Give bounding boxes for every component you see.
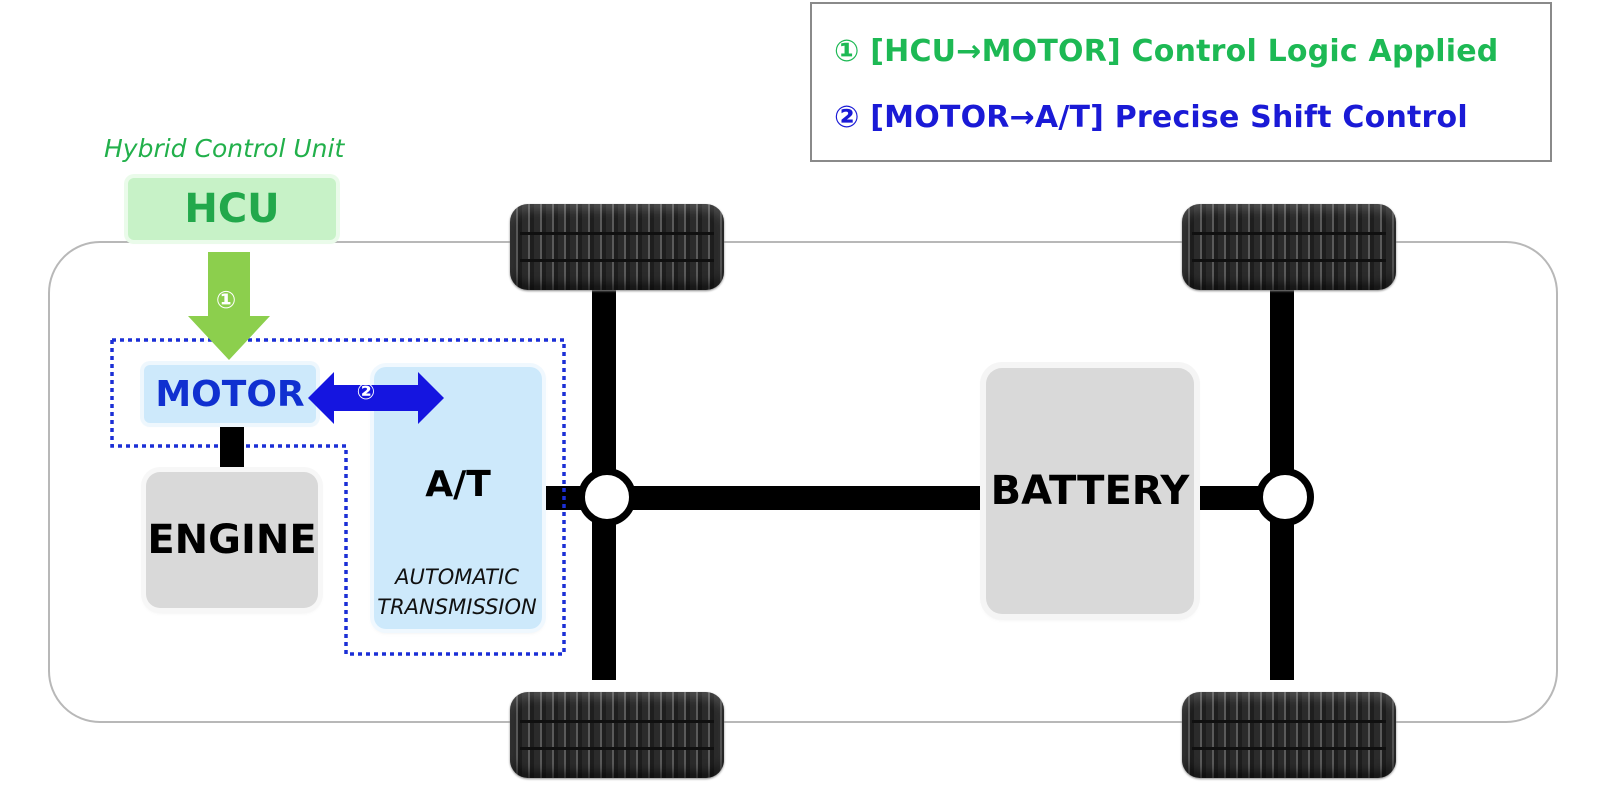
hybrid-module-outline: [110, 338, 566, 656]
transmission-caption-line1: AUTOMATIC: [395, 565, 519, 589]
hcu-to-motor-arrow-label: ①: [215, 286, 237, 314]
hcu-to-motor-arrow: [188, 252, 270, 360]
hcu-block: HCU: [128, 178, 336, 240]
tire-rear-left: [1182, 204, 1396, 290]
legend-box: ① [HCU→MOTOR] Control Logic Applied ② [M…: [810, 2, 1552, 162]
motor-at-arrow-label: ②: [356, 380, 376, 405]
hcu-caption: Hybrid Control Unit: [104, 134, 345, 163]
motor-at-double-arrow: [308, 372, 444, 424]
tire-rear-right: [1182, 692, 1396, 778]
motor-engine-shaft: [220, 427, 244, 469]
transmission-label: A/T: [425, 464, 491, 505]
transmission-caption: AUTOMATIC TRANSMISSION: [344, 562, 570, 622]
tire-front-right: [510, 692, 724, 778]
tire-front-left: [510, 204, 724, 290]
battery-block: BATTERY: [986, 368, 1194, 614]
rear-axle-joint: [1256, 468, 1314, 526]
transmission-caption-line2: TRANSMISSION: [377, 595, 537, 619]
engine-block: ENGINE: [146, 472, 318, 608]
front-axle-joint: [578, 468, 636, 526]
vehicle-chassis-outline: [48, 241, 1558, 723]
legend-line-hcu-motor: ① [HCU→MOTOR] Control Logic Applied: [834, 34, 1499, 69]
legend-line-motor-at: ② [MOTOR→A/T] Precise Shift Control: [834, 100, 1468, 135]
motor-block: MOTOR: [144, 365, 316, 423]
